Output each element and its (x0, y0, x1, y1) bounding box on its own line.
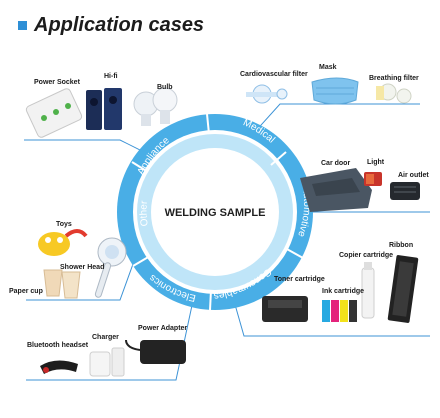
car-door-image (300, 168, 372, 212)
connector-electronics (26, 295, 195, 381)
welding-ring (117, 113, 313, 311)
power-socket-image (25, 88, 83, 138)
ink-cartridge-image (322, 300, 357, 322)
label-toys: Toys (56, 221, 72, 228)
bluetooth-headset-image (40, 360, 78, 374)
label-air-outlet: Air outlet (398, 172, 429, 179)
ribbon-image (387, 255, 419, 323)
label-power-adapter: Power Adapter (138, 325, 188, 332)
label-hifi: Hi-fi (104, 73, 118, 80)
toner-cartridge-image (262, 296, 308, 322)
light-image (364, 172, 382, 186)
connector-medical (252, 103, 420, 135)
label-charger: Charger (92, 334, 119, 341)
label-light: Light (367, 159, 385, 166)
page-title: Application cases (34, 14, 205, 36)
label-cardiovascular-filter: Cardiovascular filter (240, 71, 308, 78)
label-mask: Mask (319, 64, 337, 71)
copier-cartridge-image (361, 262, 375, 319)
label-copier-cartridge: Copier cartridge (339, 252, 394, 259)
segment-other: Other (139, 200, 151, 227)
hifi-image (86, 88, 122, 130)
paper-cup-image (43, 269, 81, 299)
charger-image (89, 347, 125, 377)
mask-image (311, 77, 359, 105)
shower-head-image (94, 237, 127, 298)
label-ribbon: Ribbon (389, 242, 414, 249)
label-paper-cup: Paper cup (9, 288, 43, 295)
label-ink-cartridge: Ink cartridge (322, 288, 365, 295)
power-adapter-image (125, 339, 186, 364)
connector-consumables (231, 293, 430, 337)
label-bluetooth-headset: Bluetooth headset (27, 342, 89, 349)
title-square-icon (18, 21, 27, 30)
toys-image (38, 229, 88, 256)
label-bulb: Bulb (157, 84, 173, 91)
bulb-image (133, 87, 178, 126)
label-toner-cartridge: Toner cartridge (274, 276, 325, 283)
label-breathing-filter: Breathing filter (369, 75, 419, 82)
section-header: Application cases (18, 14, 204, 37)
cardiovascular-filter-image (246, 84, 288, 104)
label-power-socket: Power Socket (34, 79, 80, 86)
center-title: WELDING SAMPLE (165, 207, 266, 219)
breathing-filter-image (376, 83, 412, 104)
air-outlet-image (390, 182, 420, 200)
label-shower-head: Shower Head (60, 264, 105, 271)
ring-center (151, 148, 279, 276)
label-car-door: Car door (321, 160, 351, 167)
